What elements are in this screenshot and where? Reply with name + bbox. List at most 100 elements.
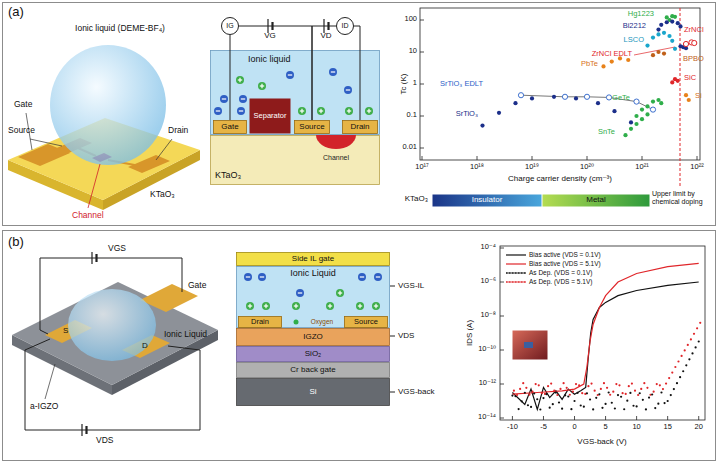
node-label: Drain <box>251 318 269 326</box>
substrate-layer: Si <box>236 378 390 406</box>
data-point <box>629 127 633 131</box>
ion-symbol <box>344 86 352 94</box>
data-point <box>590 383 592 385</box>
data-point <box>659 101 663 105</box>
text-label: 10⁻¹² <box>479 379 496 387</box>
legend-sample <box>506 252 526 258</box>
circuit-wire <box>230 35 231 120</box>
axis-tick <box>500 350 504 351</box>
data-point <box>684 93 688 97</box>
data-point <box>600 388 602 390</box>
text-label: VGS-back (V) <box>577 438 626 447</box>
data-point <box>656 32 660 36</box>
legend-entry: Bias active (VDS = 5.1V) <box>506 260 601 267</box>
ion-sign <box>260 276 264 277</box>
data-point <box>645 44 649 48</box>
text-label: ZrNCl EDLT <box>592 50 632 58</box>
data-point <box>564 394 566 396</box>
data-point <box>549 407 551 409</box>
data-point <box>690 338 692 340</box>
data-point <box>656 383 658 385</box>
text-label: BPBO <box>683 55 704 63</box>
data-point <box>561 408 563 410</box>
text-label: VGS <box>108 244 126 253</box>
layer-shape <box>433 195 542 207</box>
text-label: Ionic Liquid <box>164 330 207 339</box>
data-point <box>651 393 653 395</box>
ion-symbol <box>262 302 270 310</box>
data-point <box>645 104 649 108</box>
text-label: 10²¹ <box>635 163 648 171</box>
text-label: VGS-IL <box>398 282 424 291</box>
back-gate-layer: Cr back gate <box>236 362 390 378</box>
node-label: KTaO₃ <box>215 171 241 181</box>
wire <box>40 258 182 334</box>
data-point <box>696 327 698 329</box>
data-point <box>640 388 642 390</box>
ion-sign <box>375 304 376 308</box>
node-label: Separator <box>254 112 287 120</box>
legend-entry: Bias active (VDS = 0.1V) <box>506 251 601 258</box>
layer-shape <box>237 267 390 328</box>
data-point <box>692 40 697 45</box>
gate-electrode: Gate <box>213 120 247 134</box>
node-label: Ionic Liquid <box>290 269 336 279</box>
data-point <box>556 394 558 396</box>
data-point <box>650 107 655 112</box>
ion-symbol <box>220 95 228 103</box>
bias-ticks-b <box>390 286 395 392</box>
legend-text: Bias active (VDS = 0.1V) <box>529 251 601 258</box>
ion-symbol <box>358 273 366 281</box>
axis-tick <box>420 148 424 149</box>
data-point <box>527 404 529 406</box>
data-point <box>553 390 555 392</box>
text-label: ZrNCl <box>684 26 704 34</box>
text-label: Si <box>695 92 702 100</box>
axis-tick <box>420 116 424 117</box>
ion-symbol <box>326 302 334 310</box>
text-label: VDS <box>96 436 113 445</box>
text-label: Gate <box>14 100 32 109</box>
text-label: 10⁻¹⁴ <box>478 413 496 421</box>
channel-region: Channel <box>316 135 356 163</box>
ion-symbol <box>237 107 245 115</box>
device-illustration-a <box>8 45 200 210</box>
data-point <box>685 364 687 366</box>
data-point <box>639 392 641 394</box>
data-point <box>680 355 682 357</box>
node-label: Si <box>309 388 316 397</box>
node-label: SiO₂ <box>305 350 321 359</box>
node-label: Drain <box>350 123 369 132</box>
ion-symbol <box>365 107 373 115</box>
data-curve <box>512 263 698 394</box>
data-point <box>682 370 684 372</box>
text-label: 1 <box>413 79 417 87</box>
data-point <box>673 47 677 51</box>
legend-entry: As Dep. (VDS = 0.1V) <box>506 269 592 276</box>
axis-tick <box>500 384 504 385</box>
leader-line <box>45 364 55 399</box>
data-point <box>621 392 623 394</box>
inset-photo <box>524 342 533 348</box>
data-point <box>606 387 608 389</box>
data-point <box>671 371 673 373</box>
leader-line <box>30 139 62 146</box>
data-point <box>545 393 547 395</box>
axis-tick <box>500 316 504 317</box>
data-point <box>620 396 622 398</box>
data-point <box>547 385 549 387</box>
data-point <box>651 36 655 40</box>
data-point <box>657 403 659 405</box>
axis-tick <box>500 248 504 249</box>
illustration-part <box>420 8 700 160</box>
axis-tick <box>512 416 513 420</box>
data-point <box>530 96 534 100</box>
axis-tick <box>605 416 606 420</box>
metal-band: Metal <box>542 194 650 207</box>
layer-shape <box>543 195 650 207</box>
ion-symbol <box>258 82 266 90</box>
data-point <box>637 394 639 396</box>
data-point <box>698 340 700 342</box>
layer-shape <box>239 317 282 328</box>
insulator-band: Insulator <box>432 194 542 207</box>
